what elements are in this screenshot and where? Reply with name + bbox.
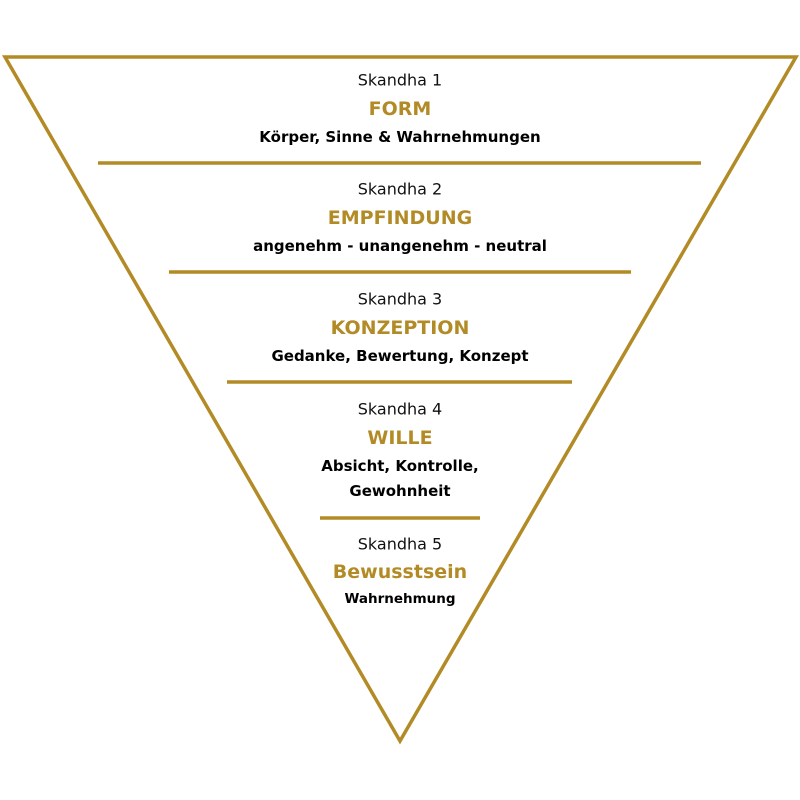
skandha-3-label: Skandha 3: [357, 289, 443, 309]
triangle-outline: [1, 55, 800, 745]
skandha-1-description: Körper, Sinne & Wahrnehmungen: [259, 128, 541, 146]
skandha-3-description: Gedanke, Bewertung, Konzept: [271, 347, 529, 365]
skandha-4-title: WILLE: [367, 427, 433, 449]
skandha-5-label: Skandha 5: [357, 534, 443, 554]
skandha-3-title: KONZEPTION: [330, 317, 470, 339]
skandha-4-description-line-1: Absicht, Kontrolle,: [321, 457, 479, 475]
skandha-1-label: Skandha 1: [357, 70, 443, 90]
skandha-5-title: Bewusstsein: [332, 561, 468, 583]
skandha-2-title: EMPFINDUNG: [327, 207, 473, 229]
skandha-1-title: FORM: [368, 98, 432, 120]
skandha-4-label: Skandha 4: [357, 399, 443, 419]
skandha-2-description: angenehm - unangenehm - neutral: [253, 237, 547, 255]
skandha-2-label: Skandha 2: [357, 179, 443, 199]
skandha-5-description: Wahrnehmung: [344, 591, 456, 607]
skandha-4-description-line-2: Gewohnheit: [349, 482, 451, 500]
